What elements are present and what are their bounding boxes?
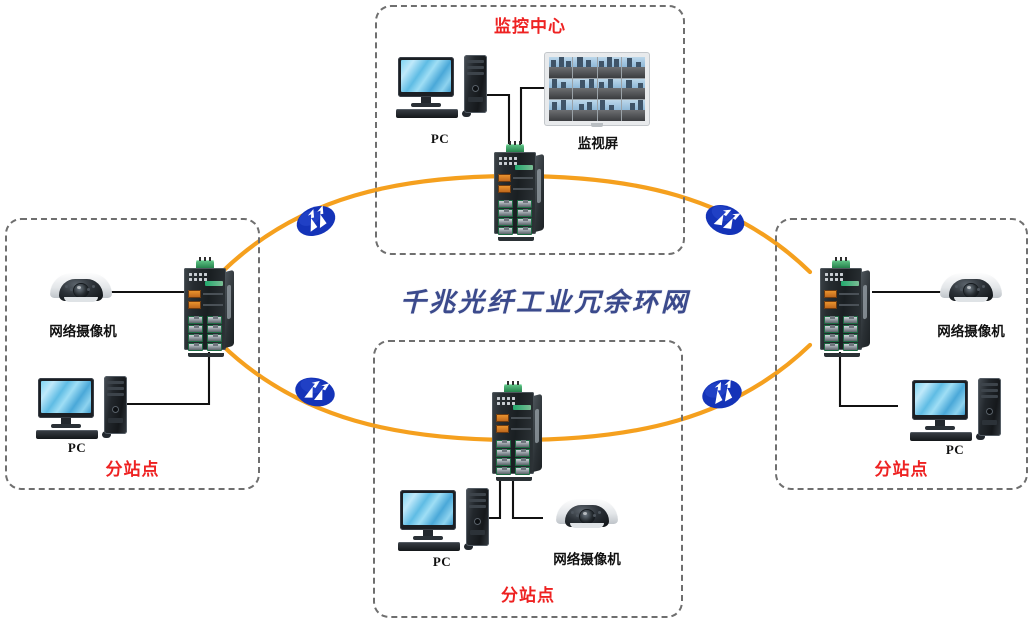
mouse-icon	[462, 110, 471, 117]
mc-switch-icon	[492, 141, 546, 241]
switch-brand-logo	[515, 165, 533, 170]
left-switch-icon	[182, 257, 236, 357]
fiber-port-2	[498, 185, 511, 193]
right-camera-icon	[940, 272, 1002, 306]
mc-video-wall-label: 监视屏	[577, 136, 619, 151]
power-terminal-block	[506, 141, 524, 153]
bolt-bottom-left[interactable]	[292, 373, 338, 411]
left-camera-label: 网络摄像机	[49, 324, 117, 339]
fiber-port-1	[498, 174, 511, 182]
switch-din-side	[535, 153, 544, 232]
camera-lens	[74, 284, 88, 297]
tower-case-icon	[464, 55, 487, 113]
rj45-port-block	[498, 200, 535, 236]
station-monitor-center-title: 监控中心	[494, 17, 566, 36]
right-switch-icon	[818, 257, 872, 357]
station-substation-left-title: 分站点	[105, 460, 160, 479]
right-pc-label: PC	[945, 442, 965, 457]
camera-base	[64, 297, 98, 302]
ring-network-title: 千兆光纤工业冗余环网	[400, 288, 691, 317]
mc-pc-label: PC	[430, 131, 450, 146]
station-substation-bottom[interactable]	[373, 340, 683, 618]
keyboard-icon	[36, 430, 98, 439]
station-substation-right[interactable]	[775, 218, 1028, 490]
bottom-camera-label: 网络摄像机	[553, 552, 621, 567]
video-wall-stand	[591, 123, 603, 127]
mouse-icon	[102, 431, 111, 438]
bolt-top-left[interactable]	[292, 200, 340, 242]
left-pc-label: PC	[67, 440, 87, 455]
right-camera-label: 网络摄像机	[937, 324, 1005, 339]
video-wall-grid	[549, 57, 645, 121]
left-camera-icon	[50, 272, 112, 306]
monitor-bezel	[398, 57, 454, 97]
keyboard-icon	[398, 542, 460, 551]
video-wall-frame	[545, 53, 649, 125]
bottom-pc-label: PC	[432, 554, 452, 569]
mouse-icon	[464, 543, 473, 550]
keyboard-icon	[396, 109, 458, 118]
monitor-base	[411, 103, 441, 107]
monitor-screen	[401, 60, 451, 92]
bottom-switch-icon	[490, 381, 544, 481]
bottom-camera-icon	[556, 498, 618, 532]
keyboard-icon	[910, 432, 972, 441]
tower-case-icon	[104, 376, 127, 434]
bolt-top-right[interactable]	[701, 199, 749, 241]
mc-video-wall-icon	[545, 53, 649, 131]
station-monitor-center[interactable]	[375, 5, 685, 255]
bolt-bottom-right[interactable]	[699, 375, 745, 413]
monitor-neck	[421, 97, 431, 104]
tower-case-icon	[466, 488, 489, 546]
station-substation-right-title: 分站点	[874, 460, 929, 479]
mouse-icon	[976, 433, 985, 440]
tower-case-icon	[978, 378, 1001, 436]
switch-body	[494, 152, 536, 241]
station-substation-left[interactable]	[5, 218, 260, 490]
station-substation-bottom-title: 分站点	[501, 586, 555, 605]
